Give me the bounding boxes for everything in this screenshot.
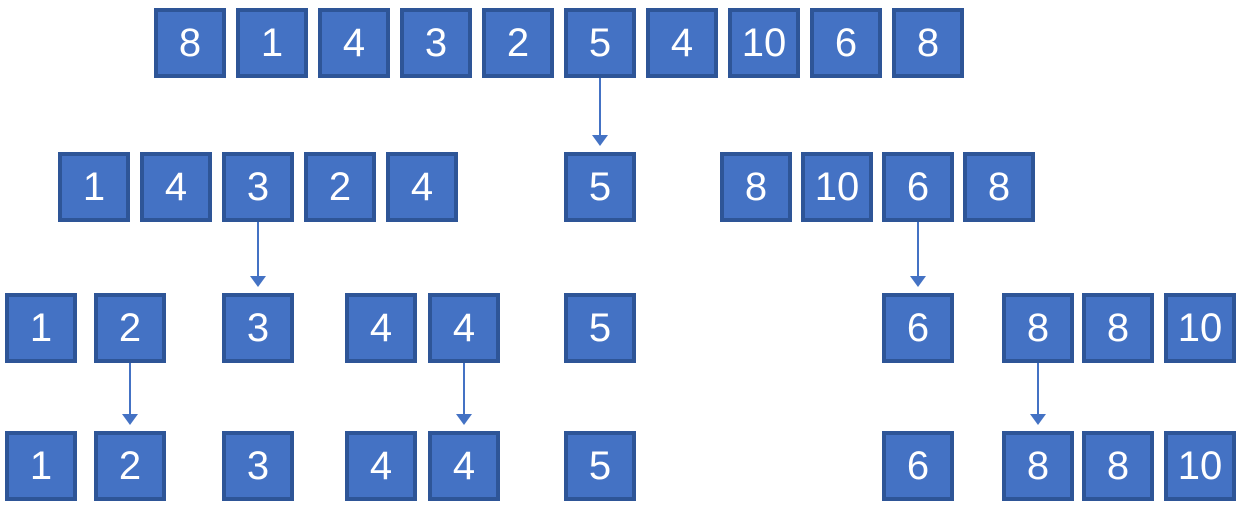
- array-box: 8: [1002, 293, 1074, 363]
- box-value: 2: [328, 165, 352, 209]
- array-box: 10: [801, 152, 873, 222]
- array-box: 6: [882, 431, 954, 501]
- box-value: 4: [452, 444, 476, 488]
- box-value: 1: [29, 306, 53, 350]
- arrow-line: [599, 78, 601, 135]
- box-value: 8: [987, 165, 1011, 209]
- box-value: 2: [118, 306, 142, 350]
- array-box: 6: [810, 8, 882, 78]
- arrow-head-icon: [250, 276, 266, 287]
- box-value: 10: [741, 21, 787, 65]
- box-value: 2: [118, 444, 142, 488]
- box-value: 5: [588, 165, 612, 209]
- box-value: 10: [1177, 306, 1223, 350]
- array-box: 4: [140, 152, 212, 222]
- box-value: 5: [588, 444, 612, 488]
- array-box: 10: [1164, 431, 1236, 501]
- partition-arrow: [910, 222, 926, 287]
- partition-arrow: [122, 363, 138, 425]
- box-value: 5: [588, 21, 612, 65]
- partition-arrow: [1030, 363, 1046, 425]
- box-value: 4: [369, 444, 393, 488]
- array-box: 4: [318, 8, 390, 78]
- array-box: 6: [882, 293, 954, 363]
- array-box: 2: [94, 431, 166, 501]
- array-box: 4: [345, 431, 417, 501]
- array-box: 8: [1082, 431, 1154, 501]
- array-box: 4: [386, 152, 458, 222]
- box-value: 5: [588, 306, 612, 350]
- box-value: 2: [506, 21, 530, 65]
- box-value: 3: [246, 165, 270, 209]
- arrow-line: [129, 363, 131, 414]
- array-box: 5: [564, 152, 636, 222]
- array-box: 4: [345, 293, 417, 363]
- array-box: 8: [1002, 431, 1074, 501]
- box-value: 3: [424, 21, 448, 65]
- array-box: 5: [564, 293, 636, 363]
- box-value: 4: [452, 306, 476, 350]
- box-value: 6: [906, 444, 930, 488]
- box-value: 8: [1026, 444, 1050, 488]
- box-value: 6: [906, 165, 930, 209]
- array-box: 1: [5, 431, 77, 501]
- array-box: 5: [564, 431, 636, 501]
- array-box: 3: [222, 293, 294, 363]
- array-box: 1: [236, 8, 308, 78]
- arrow-head-icon: [456, 414, 472, 425]
- arrow-head-icon: [122, 414, 138, 425]
- arrow-line: [1037, 363, 1039, 414]
- box-value: 1: [82, 165, 106, 209]
- partition-arrow: [592, 78, 608, 146]
- array-box: 5: [564, 8, 636, 78]
- array-box: 3: [222, 431, 294, 501]
- array-box: 6: [882, 152, 954, 222]
- array-box: 4: [646, 8, 718, 78]
- box-value: 8: [744, 165, 768, 209]
- arrow-head-icon: [1030, 414, 1046, 425]
- box-value: 8: [1106, 444, 1130, 488]
- array-box: 8: [1082, 293, 1154, 363]
- box-value: 8: [1026, 306, 1050, 350]
- array-box: 2: [304, 152, 376, 222]
- box-value: 6: [906, 306, 930, 350]
- partition-arrow: [456, 363, 472, 425]
- box-value: 4: [369, 306, 393, 350]
- array-box: 4: [428, 431, 500, 501]
- array-box: 8: [154, 8, 226, 78]
- array-box: 2: [482, 8, 554, 78]
- arrow-head-icon: [910, 276, 926, 287]
- array-box: 3: [222, 152, 294, 222]
- array-box: 1: [5, 293, 77, 363]
- box-value: 10: [814, 165, 860, 209]
- arrow-line: [463, 363, 465, 414]
- array-box: 8: [963, 152, 1035, 222]
- box-value: 4: [410, 165, 434, 209]
- array-box: 10: [728, 8, 800, 78]
- arrow-line: [257, 222, 259, 276]
- box-value: 8: [178, 21, 202, 65]
- box-value: 8: [1106, 306, 1130, 350]
- array-box: 2: [94, 293, 166, 363]
- arrow-line: [917, 222, 919, 276]
- box-value: 1: [29, 444, 53, 488]
- box-value: 4: [342, 21, 366, 65]
- box-value: 4: [164, 165, 188, 209]
- array-box: 3: [400, 8, 472, 78]
- partition-arrow: [250, 222, 266, 287]
- box-value: 10: [1177, 444, 1223, 488]
- box-value: 4: [670, 21, 694, 65]
- box-value: 1: [260, 21, 284, 65]
- array-box: 10: [1164, 293, 1236, 363]
- array-box: 4: [428, 293, 500, 363]
- box-value: 6: [834, 21, 858, 65]
- box-value: 3: [246, 306, 270, 350]
- array-box: 1: [58, 152, 130, 222]
- box-value: 3: [246, 444, 270, 488]
- array-box: 8: [892, 8, 964, 78]
- arrow-head-icon: [592, 135, 608, 146]
- box-value: 8: [916, 21, 940, 65]
- array-box: 8: [720, 152, 792, 222]
